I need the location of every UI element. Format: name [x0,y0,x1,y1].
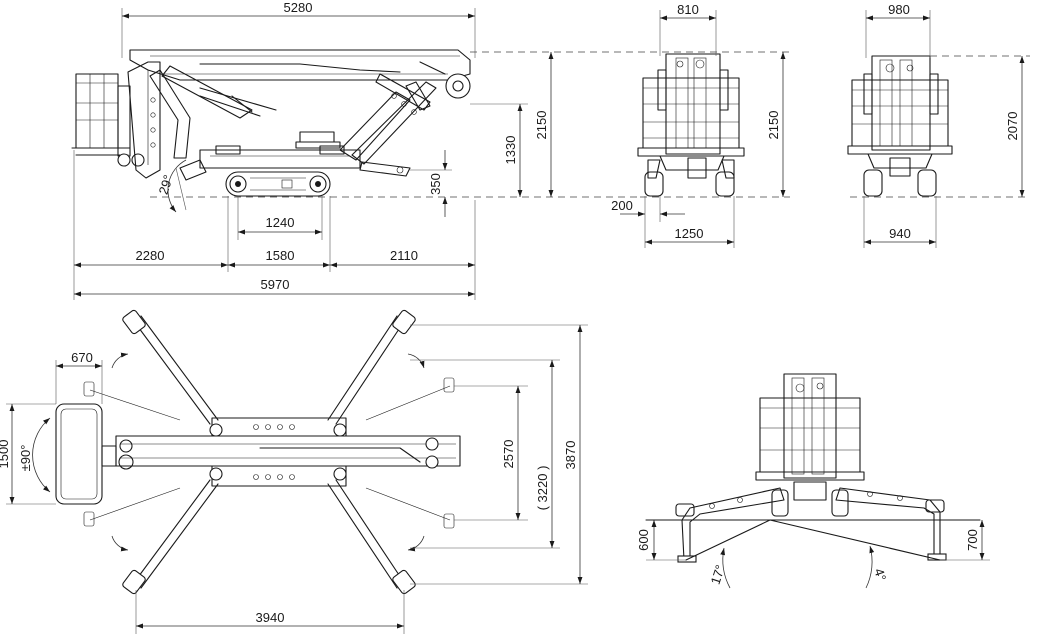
dim-side-clearance: 350 [410,150,452,217]
slope-left-angle-label: 17° [708,563,728,586]
slope-basket [759,397,861,473]
side-angle-marker: 29° [156,159,187,213]
front-track-right [715,171,735,197]
dim-front-top-width: 810 [659,2,717,56]
plan-spread-label: 3940 [256,610,285,625]
dim-slope-left: 600 [636,520,686,561]
front-view: 810 2150 200 1250 [611,2,790,248]
side-basket [71,73,145,167]
front-width-label: 1250 [675,226,704,241]
rear-width-label: 940 [889,226,911,241]
front-basket [642,77,740,149]
rear-mast [871,55,931,151]
side-jib [127,61,161,179]
plan-outrigger-rear-bottom [327,479,416,595]
dim-front-width: 1250 [645,196,735,248]
plan-outrigger-rear-top [327,309,416,425]
slope-right-angle-label: 4° [871,566,889,582]
side-total-label: 5970 [261,277,290,292]
dim-side-chain: 2280 1580 2110 [73,150,476,300]
plan-outrigger-outer-label: 3870 [563,441,578,470]
plan-view: ±90° [0,309,588,634]
side-height-label: 2150 [534,111,549,140]
plan-rotation-label: ±90° [18,445,33,472]
dim-plan-overhang: 670 [55,350,103,404]
side-crawler-track [225,171,331,197]
dim-plan-basket: 1500 [0,403,56,505]
dim-front-height: 2150 [766,52,786,197]
side-upper-boom [129,49,471,99]
slope-right-height-label: 700 [965,529,980,551]
dim-side-track: 1240 [237,196,323,240]
dim-front-offset: 200 [611,196,685,248]
side-folding-arms [149,65,437,165]
dim-rear-top-width: 980 [865,2,931,58]
dim-rear-height: 2070 [1005,56,1025,197]
plan-basket-label: 1500 [0,440,11,469]
plan-swing-arrow [111,535,129,552]
rear-track-right [917,169,937,197]
side-chassis [179,145,411,197]
plan-outrigger-paren-label: ( 3220 ) [535,466,550,511]
slope-mast [783,373,837,479]
rear-height-label: 2070 [1005,112,1020,141]
side-platform-label: 1330 [503,136,518,165]
plan-outrigger-inner-label: 2570 [501,440,516,469]
side-front-label: 2280 [136,248,165,263]
dim-side-height: 2150 [534,52,554,197]
dim-side-platform: 1330 [470,103,528,197]
side-angle-label: 29° [156,173,176,196]
plan-basket [55,403,103,505]
plan-swing-arrow [111,352,129,369]
plan-outrigger-front-top [122,309,219,425]
slope-outrigger-right [835,487,947,561]
slope-left-angle-marker: 17° [708,547,731,589]
rear-view: 980 2070 940 [847,2,1030,248]
dim-rear-width: 940 [863,196,937,248]
slope-left-height-label: 600 [636,529,651,551]
slope-right-ground [769,519,941,561]
plan-boom [115,417,461,487]
dim-plan-outrigger-inner: 2570 [454,385,528,521]
front-height-label: 2150 [766,111,781,140]
side-clearance-label: 350 [428,173,443,195]
side-top-width-label: 5280 [284,0,313,15]
dim-slope-right: 700 [940,520,990,561]
front-offset-label: 200 [611,198,633,213]
dim-plan-spread: 3940 [135,590,405,634]
side-view: 29° 5280 2150 1330 350 [71,0,790,300]
plan-swing-arrow [407,353,425,369]
dim-plan-outrigger-outer: 3870 [410,324,588,585]
dim-side-top-width: 5280 [121,0,476,58]
side-track-label: 1240 [266,215,295,230]
slope-outrigger-left [675,487,785,563]
plan-swing-arrow [407,535,425,552]
rear-top-width-label: 980 [888,2,910,17]
side-mid-label: 1580 [266,248,295,263]
slope-view: 600 700 17° 4° [636,373,990,589]
dim-side-total: 5970 [74,277,475,297]
plan-outrigger-front-bottom [122,479,219,595]
slope-right-angle-marker: 4° [865,545,889,589]
front-top-width-label: 810 [677,2,699,17]
front-track-left [644,171,664,197]
side-rear-label: 2110 [390,248,418,263]
slope-left-ground [685,519,771,561]
plan-rotation-marker: ±90° [18,417,51,493]
plan-overhang-label: 670 [71,350,93,365]
rear-track-left [863,169,883,197]
dim-plan-outrigger-paren: ( 3220 ) [410,359,560,549]
